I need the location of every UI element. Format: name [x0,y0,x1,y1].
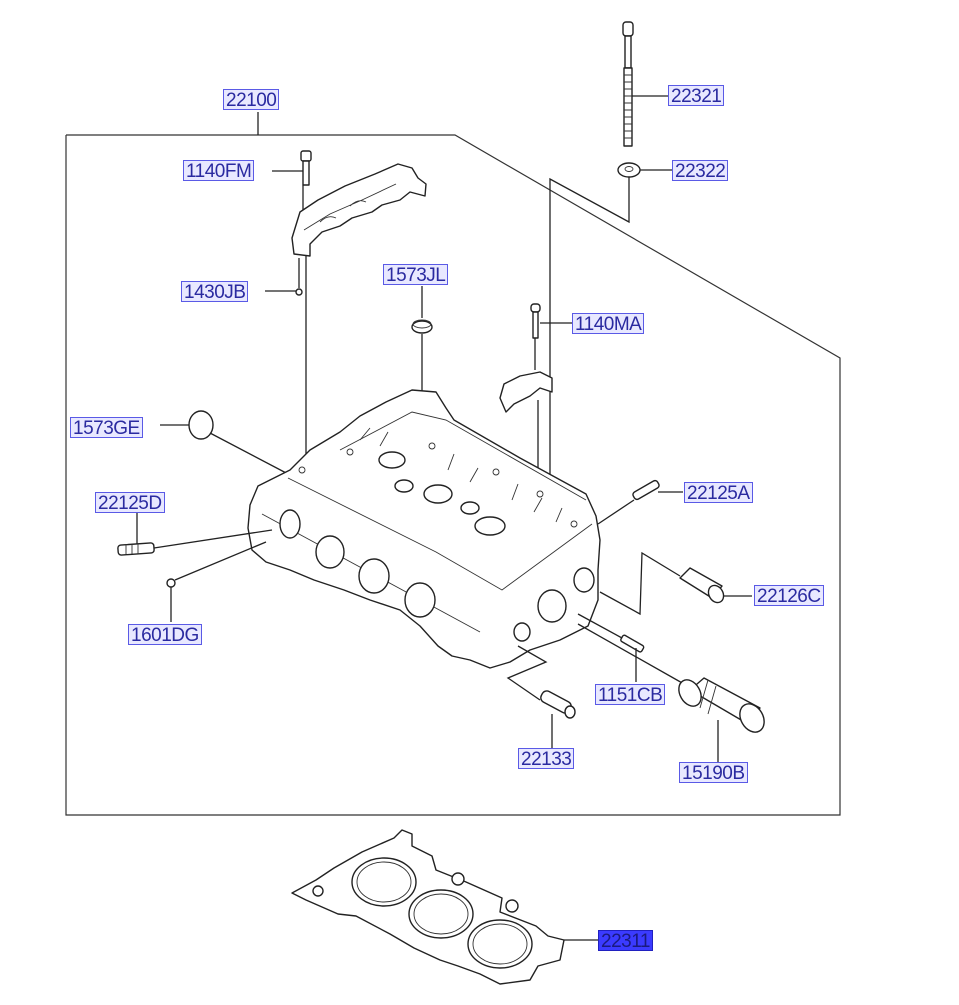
washer-drawing [617,162,641,178]
plug-ge-drawing [188,410,214,440]
camcap-bolt-drawing [300,150,312,186]
leader-washer-to-head [549,177,630,510]
part-label-1140FM[interactable]: 1140FM [183,160,255,182]
camcap-drawing [291,163,427,257]
head-bolt-drawing [622,21,634,147]
part-label-22125A[interactable]: 22125A [684,482,753,504]
cylinder-head-drawing [247,389,601,669]
plug-jl-drawing [411,319,433,334]
part-label-1573JL[interactable]: 1573JL [383,264,449,286]
dowel-pin-drawing [295,288,303,296]
assembly-frame [65,134,841,816]
part-label-22322[interactable]: 22322 [672,160,729,182]
part-label-22126C[interactable]: 22126C [754,585,824,607]
part-label-22321[interactable]: 22321 [668,85,725,107]
part-label-1430JB[interactable]: 1430JB [181,281,249,303]
ball-drawing [166,578,176,588]
small-camcap-drawing [499,371,553,413]
stud-a-drawing [632,479,660,501]
cam-journal-drawing [678,677,765,733]
head-gasket-drawing [291,829,565,985]
part-label-22311-selected[interactable]: 22311 [598,930,653,952]
part-label-22133[interactable]: 22133 [518,748,575,770]
part-label-22125D[interactable]: 22125D [95,492,165,514]
part-label-1140MA[interactable]: 1140MA [572,313,645,335]
stud-d-drawing [117,542,155,556]
part-label-22100[interactable]: 22100 [223,89,280,111]
part-label-1573GE[interactable]: 1573GE [70,417,143,439]
guide-c-drawing [679,567,725,604]
part-label-1601DG[interactable]: 1601DG [128,624,202,646]
pin-drawing [540,690,576,719]
part-label-1151CB[interactable]: 1151CB [595,684,666,706]
bolt-ma-drawing [530,303,541,339]
part-label-15190B[interactable]: 15190B [679,762,748,784]
